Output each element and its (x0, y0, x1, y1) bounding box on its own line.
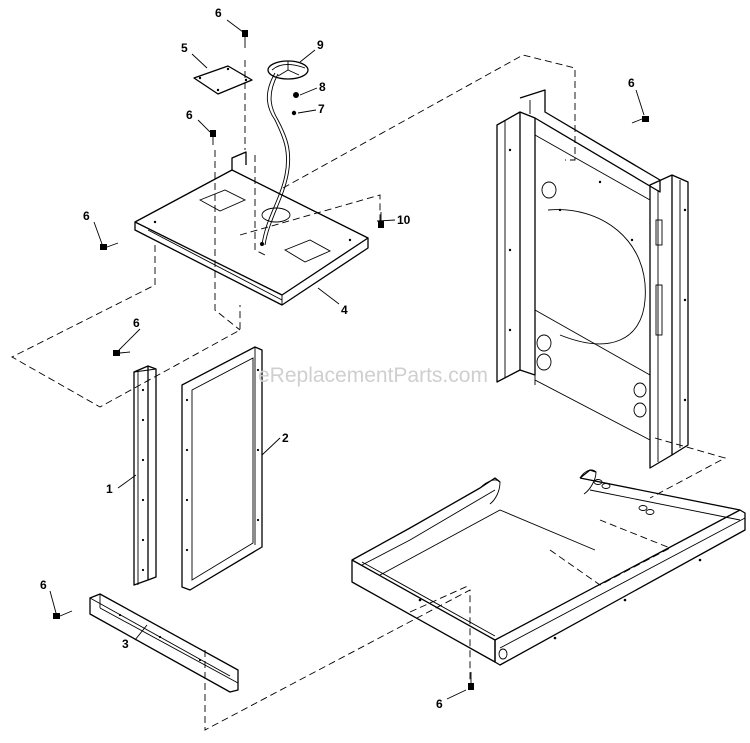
grommet-part (293, 92, 299, 98)
screw-part-10 (378, 212, 384, 228)
callout-9: 9 (317, 38, 324, 52)
callout-6-lower-right: 6 (436, 697, 443, 711)
screw-lower-right (468, 672, 474, 690)
screw-mid (113, 350, 131, 356)
callout-6-radiator: 6 (628, 76, 635, 90)
vertical-channel-part (133, 365, 157, 586)
assembly-guide-lines (11, 54, 727, 731)
callout-3: 3 (122, 637, 129, 651)
top-panel-part (134, 151, 369, 306)
base-frame (351, 469, 746, 666)
callout-leader-lines (49, 19, 645, 700)
screw-lower-left (53, 610, 73, 619)
screw-top (242, 30, 248, 48)
callout-labels: 6 5 9 8 7 6 6 10 4 6 6 1 2 6 3 6 (40, 6, 635, 711)
callout-6-top: 6 (215, 6, 222, 20)
bottom-rail-part (89, 593, 239, 693)
callout-6-left: 6 (83, 209, 90, 223)
callout-5: 5 (181, 41, 188, 55)
cap-with-cable-part (261, 60, 309, 246)
cover-plate-part (193, 65, 253, 95)
callout-7: 7 (318, 102, 325, 116)
callout-2: 2 (282, 431, 289, 445)
callout-6-panel: 6 (186, 108, 193, 122)
screw-panel (210, 130, 216, 145)
radiator-housing (496, 89, 689, 469)
callout-6-mid: 6 (133, 316, 140, 330)
callout-6-lower-left: 6 (40, 578, 47, 592)
callout-1: 1 (106, 482, 113, 496)
watermark-text: eReplacementParts.com (258, 364, 488, 387)
callout-4: 4 (341, 303, 348, 317)
callout-8: 8 (319, 80, 326, 94)
clip-part (291, 110, 297, 116)
screw-left (100, 242, 119, 250)
callout-10: 10 (397, 213, 411, 227)
frame-panel-part (181, 346, 263, 591)
screw-radiator (631, 116, 649, 124)
